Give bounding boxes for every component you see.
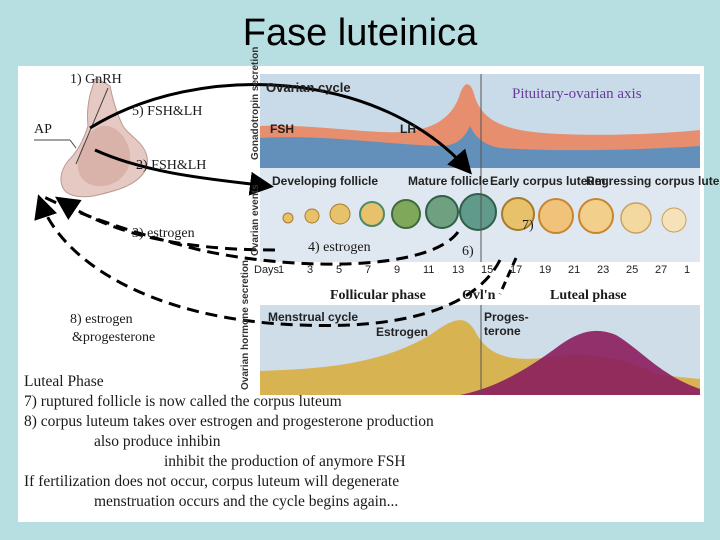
early-corpus-luteum-label: Early corpus luteum xyxy=(490,174,606,188)
gonadotropin-side-label: Gonadotropin secretion xyxy=(250,46,261,160)
note-fsh-inhibition: inhibit the production of anymore FSH xyxy=(164,453,406,470)
ovulation-label: Ovl'n xyxy=(462,288,496,303)
day-tick-label: 25 xyxy=(626,264,639,276)
luteal-phase-notes: Luteal Phase 7) ruptured follicle is now… xyxy=(24,372,434,512)
day-tick-label: 23 xyxy=(597,264,610,276)
gnrh-label: 1) GnRH xyxy=(70,72,122,87)
day-tick-label: 11 xyxy=(423,264,435,276)
day-tick-label: 17 xyxy=(510,264,523,276)
estrogen-step3-label: 3) estrogen xyxy=(132,226,195,241)
note-inhibin: also produce inhibin xyxy=(94,433,221,450)
note-fertilization: If fertilization does not occur, corpus … xyxy=(24,473,400,490)
fsh-lh-step5-label: 5) FSH&LH xyxy=(132,104,203,119)
pituitary-ovarian-axis-title: Pituitary-ovarian axis xyxy=(512,86,642,102)
day-tick-label: 1 xyxy=(684,264,691,276)
regressing-corpus-luteum-label: Regressing corpus luteum xyxy=(586,174,720,188)
estrogen-curve-label: Estrogen xyxy=(376,325,429,339)
notes-heading: Luteal Phase xyxy=(24,373,104,390)
day-tick-label: 21 xyxy=(568,264,581,276)
day-tick-label: 1 xyxy=(278,264,285,276)
menstrual-cycle-heading: Menstrual cycle xyxy=(268,310,359,324)
lh-curve-label: LH xyxy=(400,122,416,136)
fsh-curve-label: FSH xyxy=(270,122,294,136)
day-tick-label: 3 xyxy=(307,264,314,276)
days-axis-label: Days xyxy=(254,264,280,276)
ovarian-events-side-label: Ovarian events xyxy=(250,184,261,256)
ovarian-cycle-heading: Ovarian cycle xyxy=(266,80,351,95)
note-menstruation: menstruation occurs and the cycle begins… xyxy=(94,493,399,510)
progesterone-curve-label-b: terone xyxy=(484,324,521,338)
follicular-phase-label: Follicular phase xyxy=(330,288,426,303)
day-tick-label: 13 xyxy=(452,264,465,276)
mature-follicle-label: Mature follicle xyxy=(408,174,489,188)
fsh-lh-step2-label: 2) FSH&LH xyxy=(136,158,207,173)
follicle-illustrations xyxy=(282,168,687,262)
developing-follicle-label: Developing follicle xyxy=(272,174,379,188)
estrogen-step8-label: 8) estrogen xyxy=(70,312,133,327)
slide-title: Fase luteinica xyxy=(242,12,478,54)
ovarian-hormone-curves xyxy=(260,305,700,395)
gonadotropin-curves xyxy=(260,74,700,168)
note-item-7: 7) ruptured follicle is now called the c… xyxy=(24,393,342,410)
progesterone-step8-label: &progesterone xyxy=(72,330,156,345)
hormone-secretion-side-label: Ovarian hormone secretion xyxy=(240,259,251,390)
progesterone-curve-label-a: Proges- xyxy=(484,310,529,324)
day-tick-label: 19 xyxy=(539,264,552,276)
note-item-8: 8) corpus luteum takes over estrogen and… xyxy=(24,413,434,430)
day-tick-label: 15 xyxy=(481,264,494,276)
day-tick-label: 27 xyxy=(655,264,668,276)
estrogen-step4-label: 4) estrogen xyxy=(308,240,371,255)
step7-label: 7) xyxy=(522,218,534,233)
ap-label: AP xyxy=(34,122,52,137)
day-tick-label: 7 xyxy=(365,264,372,276)
luteal-phase-label: Luteal phase xyxy=(550,288,627,303)
day-tick-label: 9 xyxy=(394,264,401,276)
day-tick-label: 5 xyxy=(336,264,343,276)
step6-label: 6) xyxy=(462,244,474,259)
